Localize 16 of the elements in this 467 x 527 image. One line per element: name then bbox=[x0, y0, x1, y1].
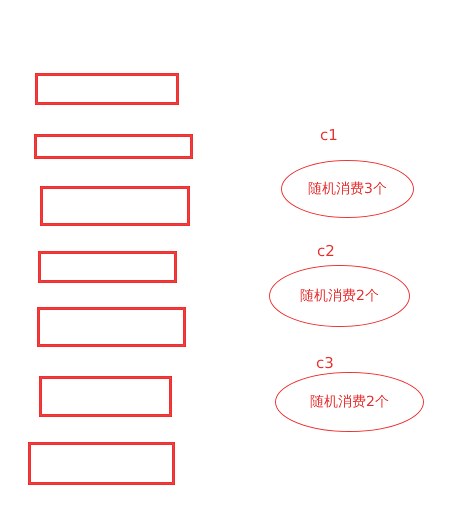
empty-box bbox=[38, 251, 177, 283]
empty-box bbox=[37, 307, 186, 347]
empty-box bbox=[39, 376, 172, 417]
ellipse-node bbox=[275, 372, 424, 432]
node-caption: c2 bbox=[317, 242, 335, 260]
ellipse-node bbox=[269, 265, 410, 327]
node-caption: c1 bbox=[320, 126, 338, 144]
empty-box bbox=[28, 442, 175, 485]
empty-box bbox=[34, 134, 193, 159]
node-label: 随机消费3个 bbox=[307, 180, 388, 198]
empty-box bbox=[35, 73, 179, 105]
ellipse-node bbox=[281, 160, 414, 218]
node-label: 随机消费2个 bbox=[299, 287, 380, 305]
node-label: 随机消费2个 bbox=[309, 393, 390, 411]
empty-box bbox=[40, 186, 190, 226]
node-caption: c3 bbox=[316, 354, 334, 372]
